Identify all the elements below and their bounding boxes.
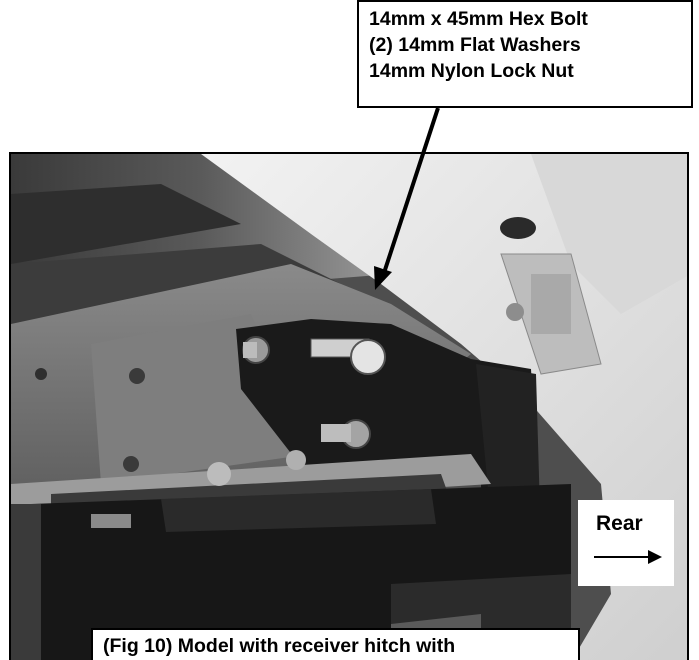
figure-caption: (Fig 10) Model with receiver hitch with (91, 628, 580, 660)
callout-line-washers: (2) 14mm Flat Washers (369, 34, 581, 56)
right-arrow-icon (594, 550, 662, 564)
callout-line-bolt: 14mm x 45mm Hex Bolt (369, 8, 588, 30)
callout-line-nut: 14mm Nylon Lock Nut (369, 60, 574, 82)
installation-photo (9, 152, 689, 660)
photo-illustration (11, 154, 687, 660)
figure-caption-text: (Fig 10) Model with receiver hitch with (103, 635, 456, 657)
rear-direction-label: Rear (596, 512, 643, 535)
rear-label-background (578, 500, 674, 586)
hardware-callout: 14mm x 45mm Hex Bolt (2) 14mm Flat Washe… (357, 0, 693, 108)
